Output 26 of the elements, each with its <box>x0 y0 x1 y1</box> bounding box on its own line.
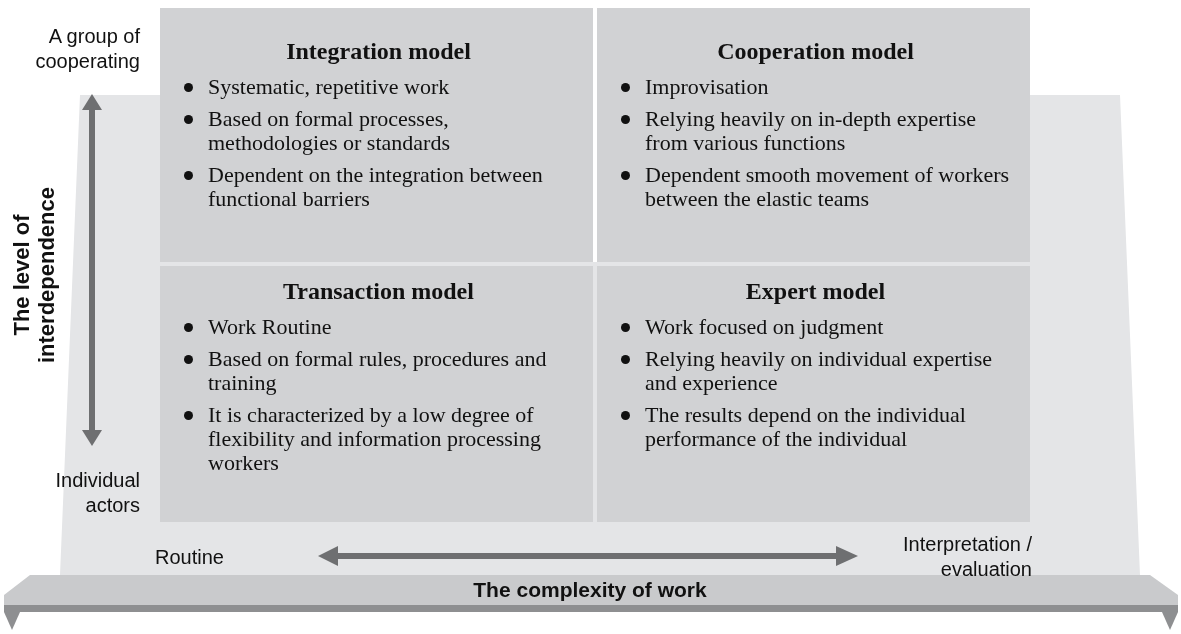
quadrant-panel <box>597 8 1030 262</box>
axis-title: The level of interdependence <box>9 186 59 366</box>
quadrant-title: Transaction model <box>282 278 475 305</box>
axis-end-label: Individual actors <box>54 468 140 518</box>
bullet-text: Work focused on judgment <box>645 314 884 339</box>
quadrant-title: Cooperation model <box>716 38 915 65</box>
bullet-text: Improvisation <box>645 74 769 99</box>
bullet-text: Based on formal rules, procedures and training <box>208 346 547 395</box>
bullet-text: The results depend on the individual performance of the individual <box>645 402 966 451</box>
axis-title: The complexity of work <box>472 577 708 602</box>
bullet-text: Dependent smooth movement of workers between the elastic teams <box>645 162 1010 211</box>
quadrant-panel <box>597 266 1030 522</box>
bullet-text: Relying heavily on in-depth expertise from various functions <box>645 106 977 155</box>
quadrant-panel <box>160 266 593 522</box>
axis-end-label: A group of cooperating <box>34 24 140 74</box>
bullet-text: Relying heavily on individual expertise and experience <box>645 346 993 395</box>
quadrant-panel <box>160 8 593 262</box>
bullet-text: Systematic, repetitive work <box>208 74 450 99</box>
bullet-text: Dependent on the integration between functional barriers <box>208 162 543 211</box>
bullet-text: Based on formal processes, methodologies or standards <box>208 106 450 155</box>
quadrant-title: Expert model <box>744 278 887 305</box>
axis-end-label: Routine <box>155 545 224 570</box>
bullet-text: Work Routine <box>208 314 332 339</box>
bullet-text: It is characterized by a low degree of flexibility and information processing workers <box>208 402 541 475</box>
quadrant-title: Integration model <box>285 38 472 65</box>
axis-end-label: Interpretation / evaluation <box>902 532 1032 582</box>
